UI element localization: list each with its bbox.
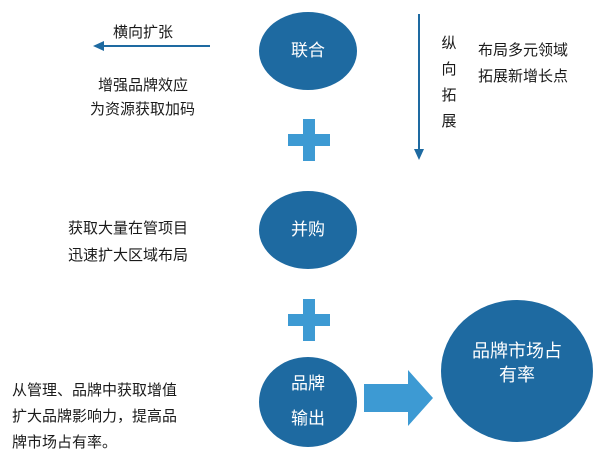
vertical-note-2: 拓展新增长点 bbox=[478, 67, 569, 85]
market-share-label-1: 品牌市场占 bbox=[472, 340, 562, 362]
plus-icon bbox=[288, 299, 330, 341]
merger-label: 并购 bbox=[291, 219, 325, 240]
brand-note-1: 从管理、品牌中获取增值 bbox=[12, 381, 178, 399]
vertical-label-char: 展 bbox=[441, 112, 457, 130]
arrow-left-icon bbox=[93, 41, 104, 51]
brand-note-2: 扩大品牌影响力，提高品 bbox=[12, 407, 178, 425]
brand-output-label-2: 输出 bbox=[291, 409, 325, 429]
merger-note-2: 迅速扩大区域布局 bbox=[68, 246, 189, 264]
brand-output-label-1: 品牌 bbox=[291, 374, 325, 395]
market-share-node: 品牌市场占 有率 bbox=[441, 300, 593, 442]
brand-note-3: 牌市场占有率。 bbox=[12, 433, 118, 451]
merger-node: 并购 bbox=[259, 191, 357, 269]
horizontal-expansion-label: 横向扩张 bbox=[113, 23, 174, 41]
arrow-right-icon bbox=[364, 370, 433, 426]
horizontal-note-2: 为资源获取加码 bbox=[90, 100, 196, 118]
brand-output-node: 品牌 输出 bbox=[259, 357, 357, 447]
vertical-label-char: 拓 bbox=[441, 86, 457, 104]
merger-note-1: 获取大量在管项目 bbox=[68, 219, 189, 237]
alliance-label: 联合 bbox=[291, 40, 325, 61]
arrow-down-icon bbox=[414, 149, 424, 160]
market-share-label-2: 有率 bbox=[499, 365, 535, 386]
vertical-note-1: 布局多元领域 bbox=[478, 41, 569, 59]
alliance-node: 联合 bbox=[259, 12, 357, 90]
horizontal-note-1: 增强品牌效应 bbox=[98, 76, 189, 94]
vertical-label-char: 向 bbox=[441, 60, 457, 78]
plus-icon bbox=[288, 119, 330, 161]
vertical-label-char: 纵 bbox=[441, 34, 457, 52]
